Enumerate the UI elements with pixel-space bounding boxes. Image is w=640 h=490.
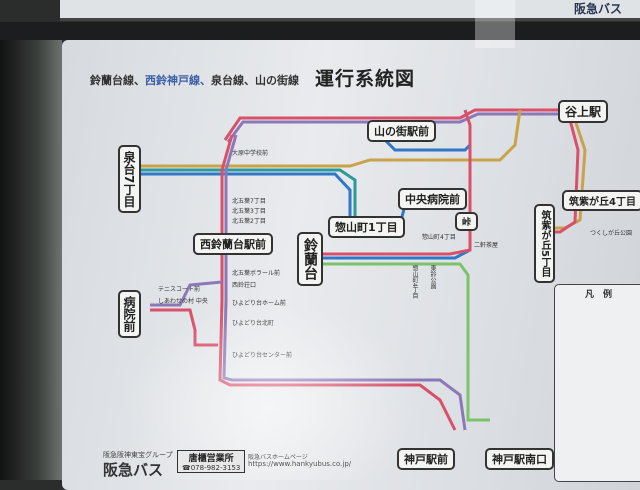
- tape: [475, 0, 515, 48]
- top-sign-text: 阪急バス: [573, 2, 622, 16]
- top-sign: 阪急バス: [60, 0, 640, 21]
- route-byoin: [150, 308, 218, 347]
- minor-stop: 二軒茶屋: [474, 242, 499, 249]
- minor-stop: しあわせの村 中央: [158, 298, 208, 305]
- group-name: 阪急阪神東宝グループ: [103, 451, 173, 459]
- subtitle: 鈴蘭台線、西鈴神戸線、泉台線、山の街線: [90, 72, 299, 88]
- stop-chuo-byoin: 中央病院前: [398, 188, 467, 210]
- minor-stop: 北五葉7丁目: [232, 198, 266, 205]
- stop-toge: 峠: [455, 212, 479, 231]
- subtitle-line: 鈴蘭台線、: [90, 74, 145, 87]
- subtitle-line: 泉台線、: [211, 74, 255, 87]
- minor-stop: 大原中学校前: [232, 150, 269, 157]
- stop-izumidai7: 泉台7丁目: [118, 145, 141, 214]
- minor-stop: 惣山町4丁目: [422, 234, 456, 241]
- stop-suzurandai: 鈴蘭台: [297, 232, 323, 286]
- minor-stop: 東鈴公園: [429, 265, 436, 289]
- window-post: [0, 40, 62, 480]
- route-tsukushi: [540, 119, 587, 230]
- stop-soyama: 惣山町1丁目: [328, 216, 405, 238]
- minor-stop: 西鈴荘口: [232, 282, 257, 289]
- stop-nishisuzurandai: 西鈴蘭台駅前: [193, 233, 273, 255]
- minor-stop: 北五葉3丁目: [232, 208, 266, 215]
- office-name: 唐櫃営業所: [188, 454, 234, 464]
- map-title: 運行系統図: [315, 68, 416, 90]
- minor-stop: つくしが丘公園: [590, 230, 633, 237]
- minor-stop: テニスコート前: [158, 286, 201, 293]
- stop-yamanomachi: 山の街駅前: [367, 120, 436, 142]
- minor-stop: 北五葉ボラール前: [232, 270, 281, 277]
- subtitle-line: 西鈴神戸線、: [145, 74, 211, 87]
- route-yama-red: [320, 109, 472, 256]
- route-gold: [140, 109, 522, 168]
- route-green: [320, 262, 490, 422]
- stop-kobe-minami: 神戸駅南口: [485, 448, 554, 470]
- stop-byoin: 病院前: [118, 290, 141, 338]
- brand-logo: 阪急バス: [103, 461, 164, 479]
- stop-kobe-eki: 神戸駅前: [397, 448, 455, 470]
- minor-stop: 北五葉2丁目: [232, 218, 266, 225]
- sign-frame: [0, 22, 640, 40]
- route-red: [223, 108, 590, 141]
- stop-tanigami: 谷上駅: [558, 100, 609, 123]
- stop-tsukushigaoka4: 筑紫が丘4丁目: [562, 190, 640, 211]
- minor-stop: ひよどり台ホーム前: [232, 300, 286, 307]
- stop-tsukushigaoka5: 筑紫が丘5丁目: [534, 204, 555, 283]
- minor-stop: ひよどり台北町: [232, 320, 275, 327]
- minor-stop: ひよどり台センター前: [232, 352, 293, 359]
- minor-stop: 惣山町4丁目: [411, 265, 418, 299]
- homepage-url[interactable]: https://www.hankyubus.co.jp/: [248, 460, 352, 468]
- legend: 凡 例: [554, 284, 640, 482]
- office-phone: ☎078-982-3153: [182, 464, 241, 472]
- office-box: 唐櫃営業所 ☎078-982-3153: [177, 450, 246, 473]
- legend-title: 凡 例: [585, 290, 613, 300]
- homepage-label: 阪急バスホームページ: [248, 454, 308, 461]
- route-purple: [226, 112, 590, 143]
- subtitle-line: 山の街線: [255, 74, 299, 87]
